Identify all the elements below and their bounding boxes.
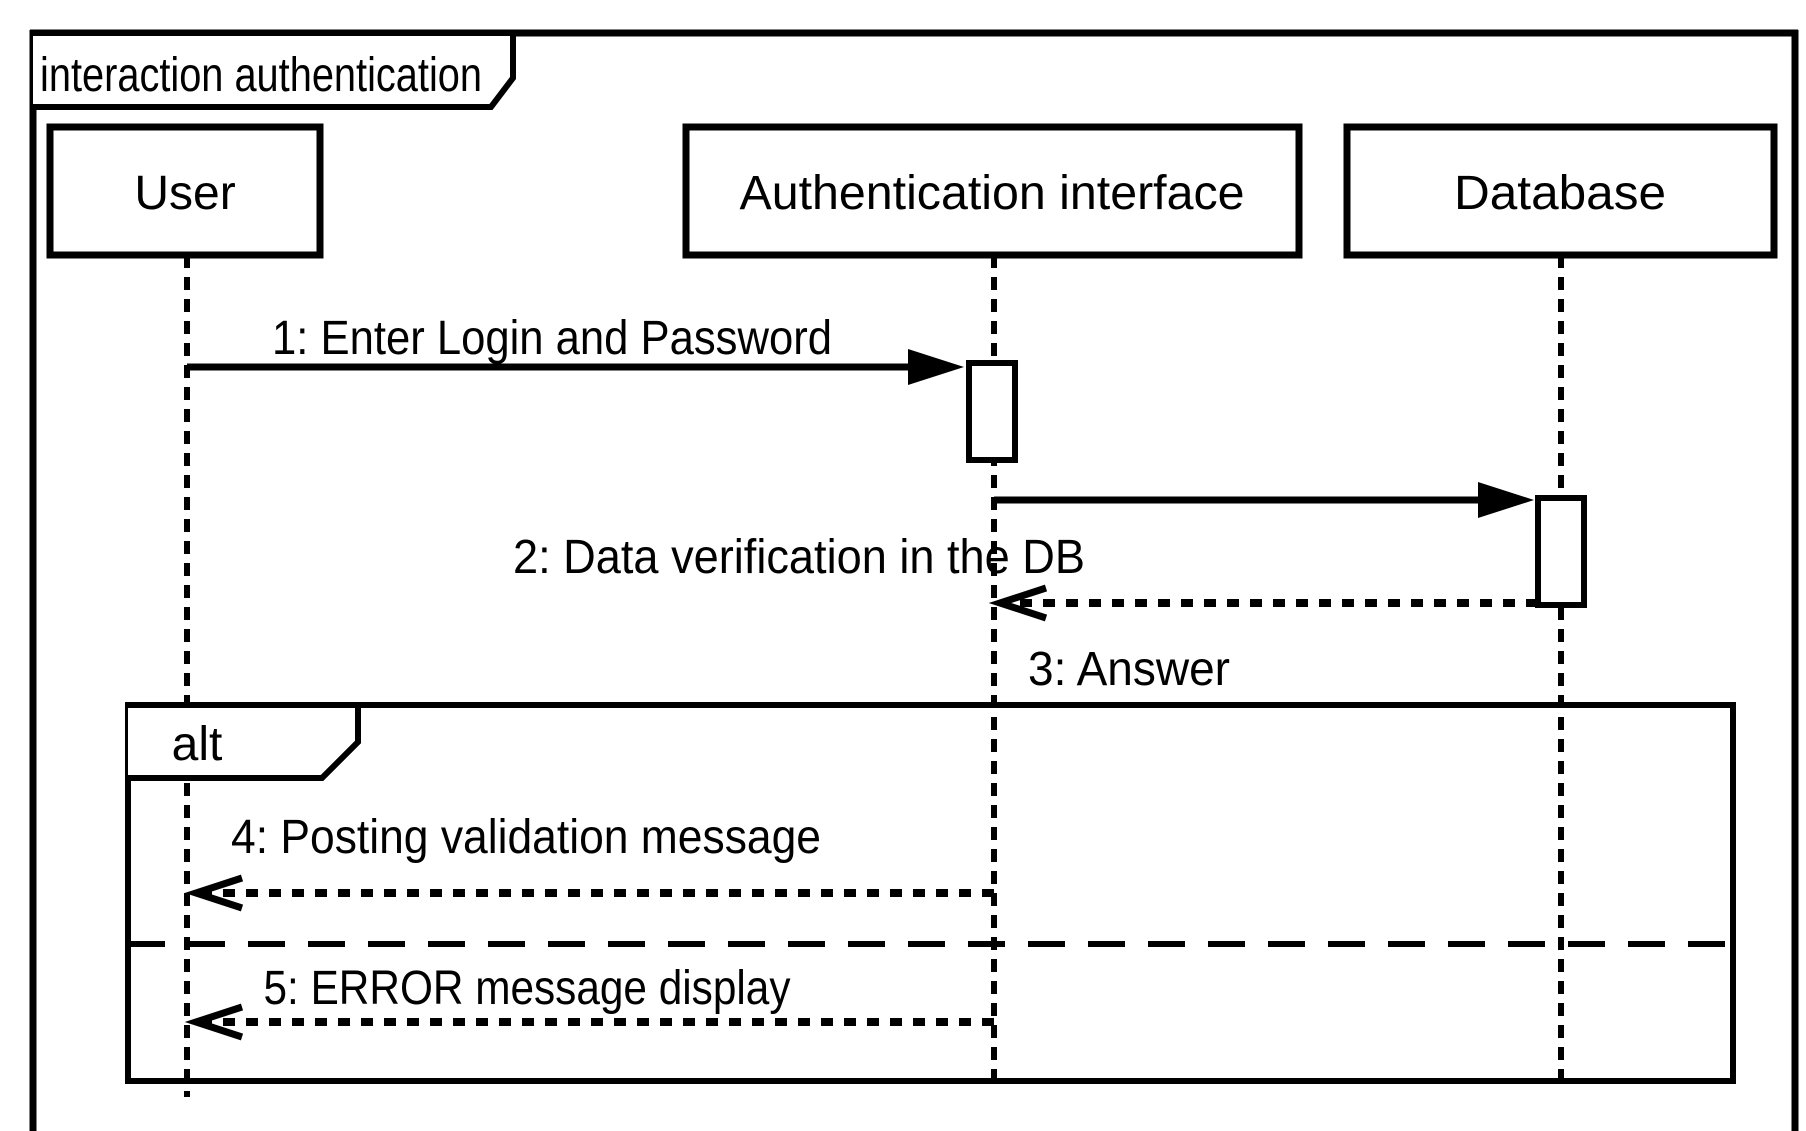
activation-bar-auth [966,360,1018,463]
alt-operator-label: alt [172,718,223,771]
message-4: 4: Posting validation message [184,811,994,912]
message-1-arrowhead [908,349,964,385]
message-2-arrowhead [1478,482,1534,518]
participant-user-label: User [134,167,235,220]
message-5-arrowhead [184,1003,244,1041]
frame-title: interaction authentication [40,49,482,102]
activation-bar-db [1535,495,1587,608]
alt-operator-pentagon [128,702,361,781]
participant-auth-box [682,123,1303,259]
interaction-frame: interaction authentication [29,29,1799,1131]
alt-fragment-border [125,702,1736,1084]
message-5-label: 5: ERROR message display [264,962,791,1015]
message-4-label: 4: Posting validation message [231,811,821,864]
participant-user-box [46,123,324,259]
message-4-arrowhead [184,874,244,912]
message-3: 3: Answer [988,584,1538,696]
frame-title-pentagon [33,30,516,110]
message-3-label: 3: Answer [1028,643,1230,696]
participant-auth-label: Authentication interface [740,167,1245,220]
message-1-label: 1: Enter Login and Password [272,312,832,365]
message-5: 5: ERROR message display [184,962,994,1041]
message-1: 1: Enter Login and Password [187,312,964,385]
participant-db-label: Database [1454,167,1666,220]
participants: User Authentication interface Database [46,123,1778,259]
participant-db-box [1343,123,1778,259]
alt-fragment: alt [125,702,1736,1084]
message-2-label: 2: Data verification in the DB [513,531,1085,584]
message-2: 2: Data verification in the DB [513,482,1534,584]
message-3-arrowhead [988,584,1048,622]
